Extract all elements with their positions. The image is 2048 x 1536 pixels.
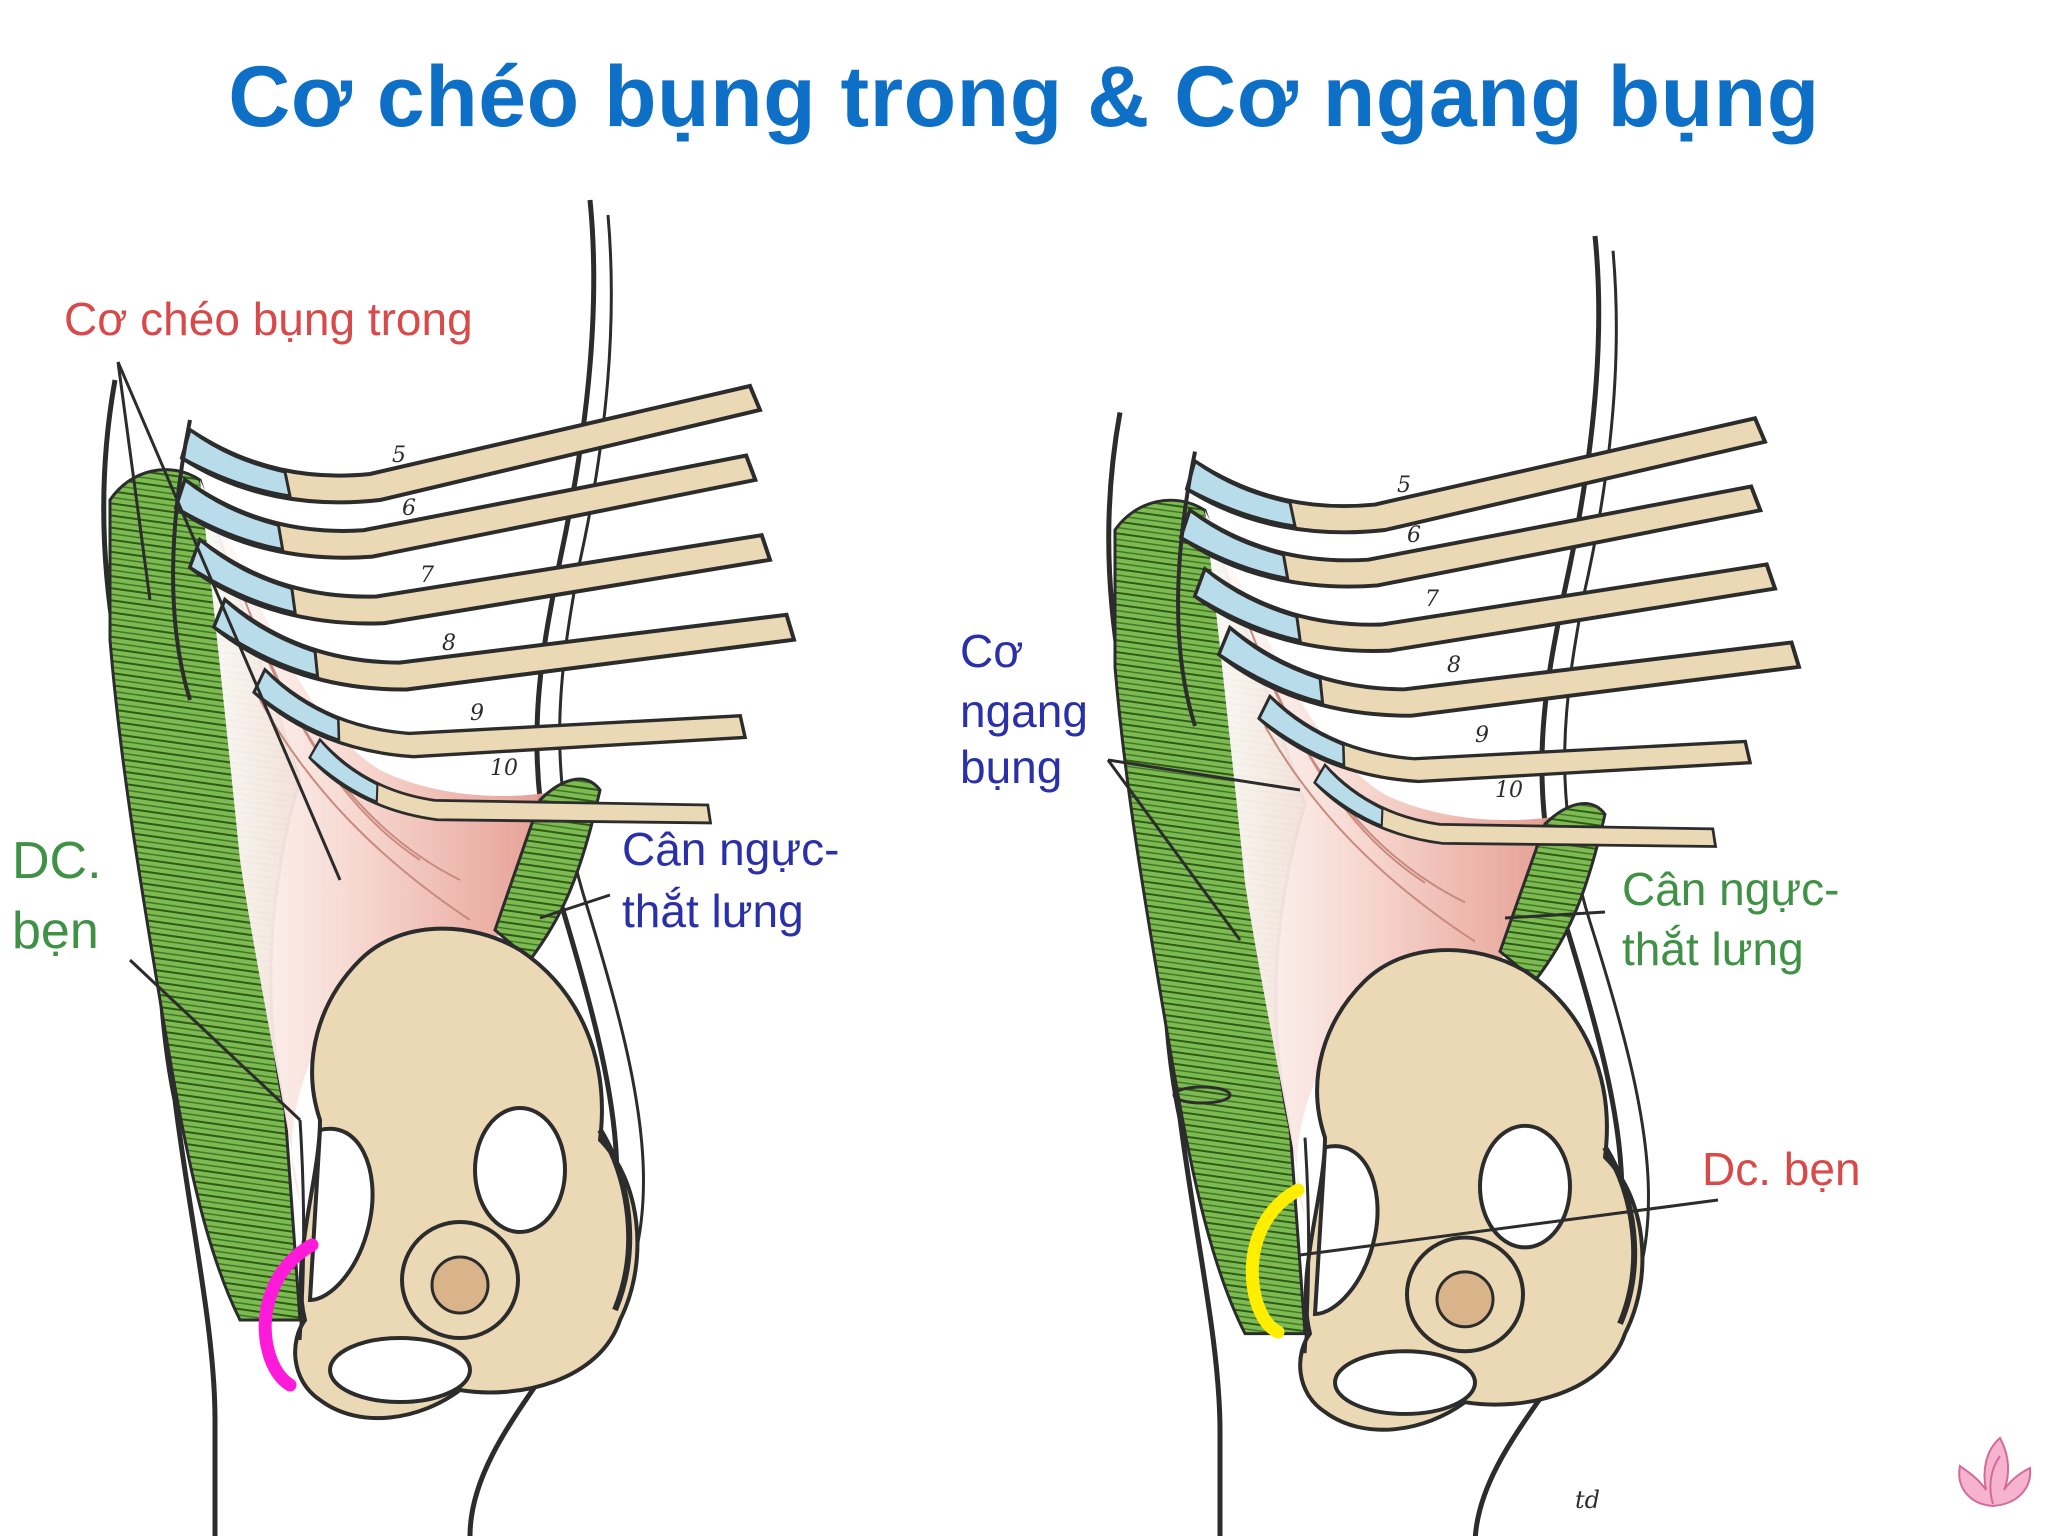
label-inguinal-ligament-right: Dc. bẹn [1702, 1143, 1861, 1195]
inguinal-highlight-yellow [1245, 1183, 1305, 1339]
rib-number: 7 [420, 563, 434, 588]
umbilicus-mark [1172, 1085, 1232, 1105]
leader-line [539, 893, 611, 920]
label-thoracolumbar-fascia-right-line1: Cân ngực- [1622, 863, 1840, 915]
leader-line [1504, 910, 1606, 920]
rib-number: 5 [392, 443, 406, 468]
rib-number: 8 [442, 631, 456, 656]
left-diagram: 5 6 7 8 9 10 [104, 200, 797, 1536]
right-diagram: 5 6 7 8 9 10 td [1108, 236, 1801, 1536]
label-thoracolumbar-fascia-line1: Cân ngực- [622, 823, 840, 875]
leader-line [1106, 759, 1242, 941]
leader-line [1299, 1198, 1719, 1257]
rib-number: 6 [402, 496, 416, 521]
label-thoracolumbar-fascia-line2: thắt lưng [622, 885, 804, 937]
label-transversus-line3: bụng [960, 741, 1063, 793]
rib-number: 10 [1495, 778, 1523, 803]
rib-number: 5 [1397, 473, 1411, 498]
leader-line [116, 361, 152, 601]
rib-number: 8 [1447, 653, 1461, 678]
lotus-logo-icon [1958, 1436, 2032, 1508]
label-inguinal-ligament-line2: bẹn [12, 902, 99, 960]
label-internal-oblique: Cơ chéo bụng trong [64, 293, 473, 345]
page-title: Cơ chéo bụng trong & Cơ ngang bụng [228, 49, 1820, 145]
rib-number: 6 [1407, 523, 1421, 548]
label-transversus-line1: Cơ [960, 625, 1024, 677]
leader-line [116, 361, 342, 881]
inguinal-highlight-magenta [258, 1238, 319, 1392]
label-inguinal-ligament-line1: DC. [12, 832, 102, 890]
rib-number: 9 [1475, 723, 1489, 748]
label-thoracolumbar-fascia-right-line2: thắt lưng [1622, 923, 1804, 975]
rib-number: 9 [470, 701, 484, 726]
rib-number: 10 [490, 756, 518, 781]
label-transversus-line2: ngang [960, 685, 1088, 737]
leader-line [128, 958, 302, 1122]
leader-line [1107, 758, 1301, 792]
rib-number: 7 [1425, 587, 1439, 612]
artist-signature: td [1575, 1486, 1600, 1514]
